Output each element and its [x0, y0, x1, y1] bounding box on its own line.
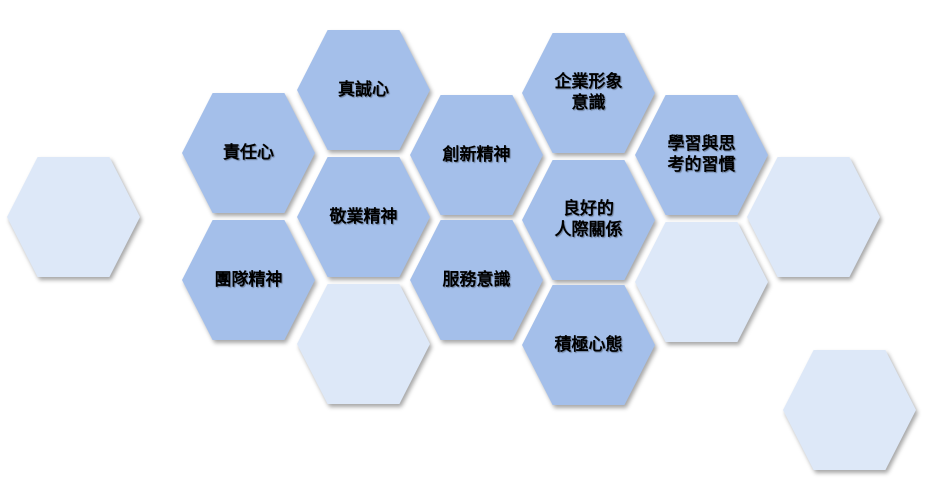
hexagon-teamwork: 團隊精神	[182, 220, 315, 340]
hexagon-label: 真誠心	[338, 79, 389, 100]
hexagon-dedication: 敬業精神	[297, 157, 430, 277]
hexagon-responsibility: 責任心	[182, 93, 315, 213]
hexagon-label: 企業形象 意識	[554, 72, 623, 113]
empty-hexagon	[7, 157, 140, 277]
hexagon-relationships: 良好的 人際關係	[522, 160, 655, 280]
hexagon-learning-habits: 學習與思 考的習慣	[635, 95, 768, 215]
hexagon-positive-attitude: 積極心態	[522, 285, 655, 405]
hexagon-service: 服務意識	[410, 220, 543, 340]
empty-hexagon	[635, 222, 768, 342]
hexagon-label: 責任心	[223, 142, 274, 163]
hexagon-label: 服務意識	[442, 269, 511, 290]
hexagon-innovation: 創新精神	[410, 95, 543, 215]
hexagon-label: 學習與思 考的習慣	[667, 134, 736, 175]
hexagon-label: 良好的 人際關係	[554, 199, 623, 240]
hexagon-label: 團隊精神	[214, 269, 283, 290]
empty-hexagon	[783, 350, 916, 470]
empty-hexagon	[297, 284, 430, 404]
empty-hexagon	[747, 157, 880, 277]
hexagon-corporate-image: 企業形象 意識	[522, 33, 655, 153]
hexagon-label: 創新精神	[442, 144, 511, 165]
hexagon-sincerity: 真誠心	[297, 30, 430, 150]
hexagon-label: 敬業精神	[329, 206, 398, 227]
hexagon-label: 積極心態	[554, 334, 623, 355]
